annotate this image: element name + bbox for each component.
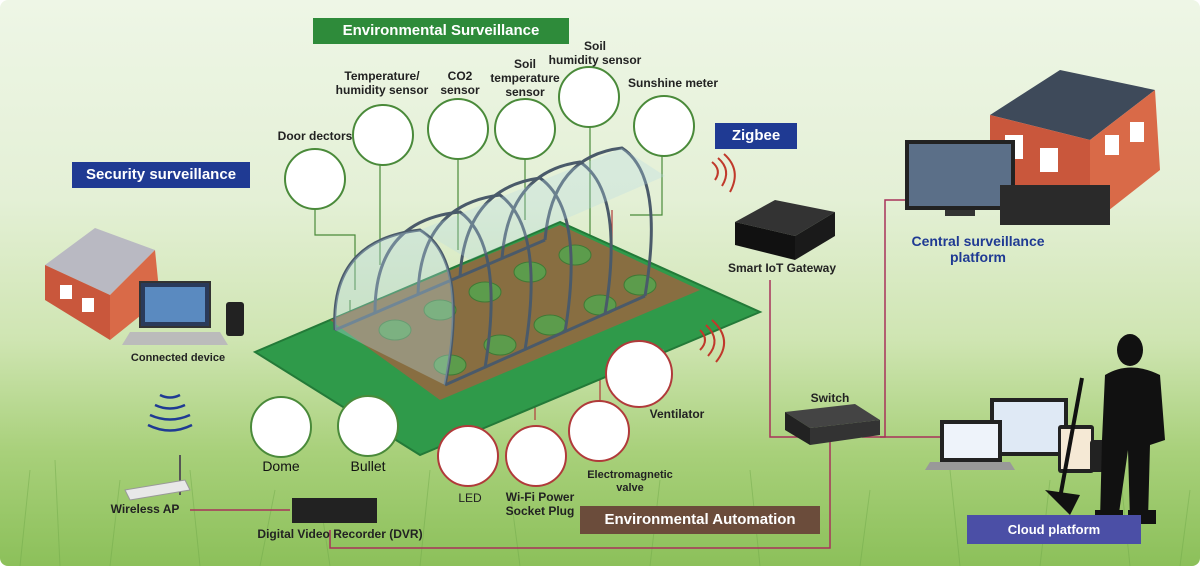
wireless-waves [147,393,193,432]
soil-humidity-circle [558,66,620,128]
environmental-automation-banner: Environmental Automation [580,506,820,534]
soil-humidity-label: Soil humidity sensor [548,39,642,67]
wifi-plug-label: Wi-Fi Power Socket Plug [505,490,575,518]
plants [378,244,657,376]
smart-gateway-graphic [735,200,835,260]
zigbee-waves [699,153,736,363]
soil-temperature-label: Soil temperature sensor [490,57,560,99]
switch-graphic [785,404,880,445]
dvr-to-switch-link [329,440,831,549]
soil-temperature-circle [494,98,556,160]
gateway-to-switch-link [769,280,800,438]
zigbee-banner: Zigbee [715,123,797,149]
sunshine-meter-label: Sunshine meter [627,76,719,90]
greenhouse-frame [333,146,653,387]
cloud-platform-banner: Cloud platform [967,515,1141,544]
sunshine-meter-circle [633,95,695,157]
central-platform-label: Central surveillance platform [911,233,1045,266]
monitor-wall-graphic [905,140,1110,225]
dome-camera-circle [250,396,312,458]
ventilator-circle [605,340,673,408]
led-label: LED [458,491,482,505]
connected-device-label: Connected device [130,352,226,364]
valve-label: Electromagnetic valve [587,469,673,494]
led-circle [437,425,499,487]
dome-label: Dome [262,458,300,474]
smart-gateway-label: Smart IoT Gateway [727,261,837,275]
wireless-ap-label: Wireless AP [110,502,180,516]
dvr-label: Digital Video Recorder (DVR) [257,527,423,541]
temp-humidity-label: Temperature/ humidity sensor [335,69,429,97]
wifi-plug-circle [505,425,567,487]
valve-circle [568,400,630,462]
cloud-devices-graphic [925,398,1108,473]
bullet-label: Bullet [350,458,386,474]
bullet-camera-circle [337,395,399,457]
security-surveillance-banner: Security surveillance [72,162,250,188]
dvr-graphic [292,498,377,523]
temp-humidity-circle [352,104,414,166]
wireless-ap-graphic [124,455,191,501]
door-detector-circle [284,148,346,210]
co2-circle [427,98,489,160]
greenhouse-glass [334,230,454,385]
greenhouse-floor [330,225,700,400]
ventilator-label: Ventilator [649,407,705,421]
barn-left [45,228,160,340]
door-detectors-label: Door dectors [277,129,353,143]
environmental-surveillance-banner: Environmental Surveillance [313,18,569,44]
switch-label: Switch [810,391,850,405]
co2-label: CO2 sensor [440,69,480,97]
connected-device-graphic [122,281,244,345]
